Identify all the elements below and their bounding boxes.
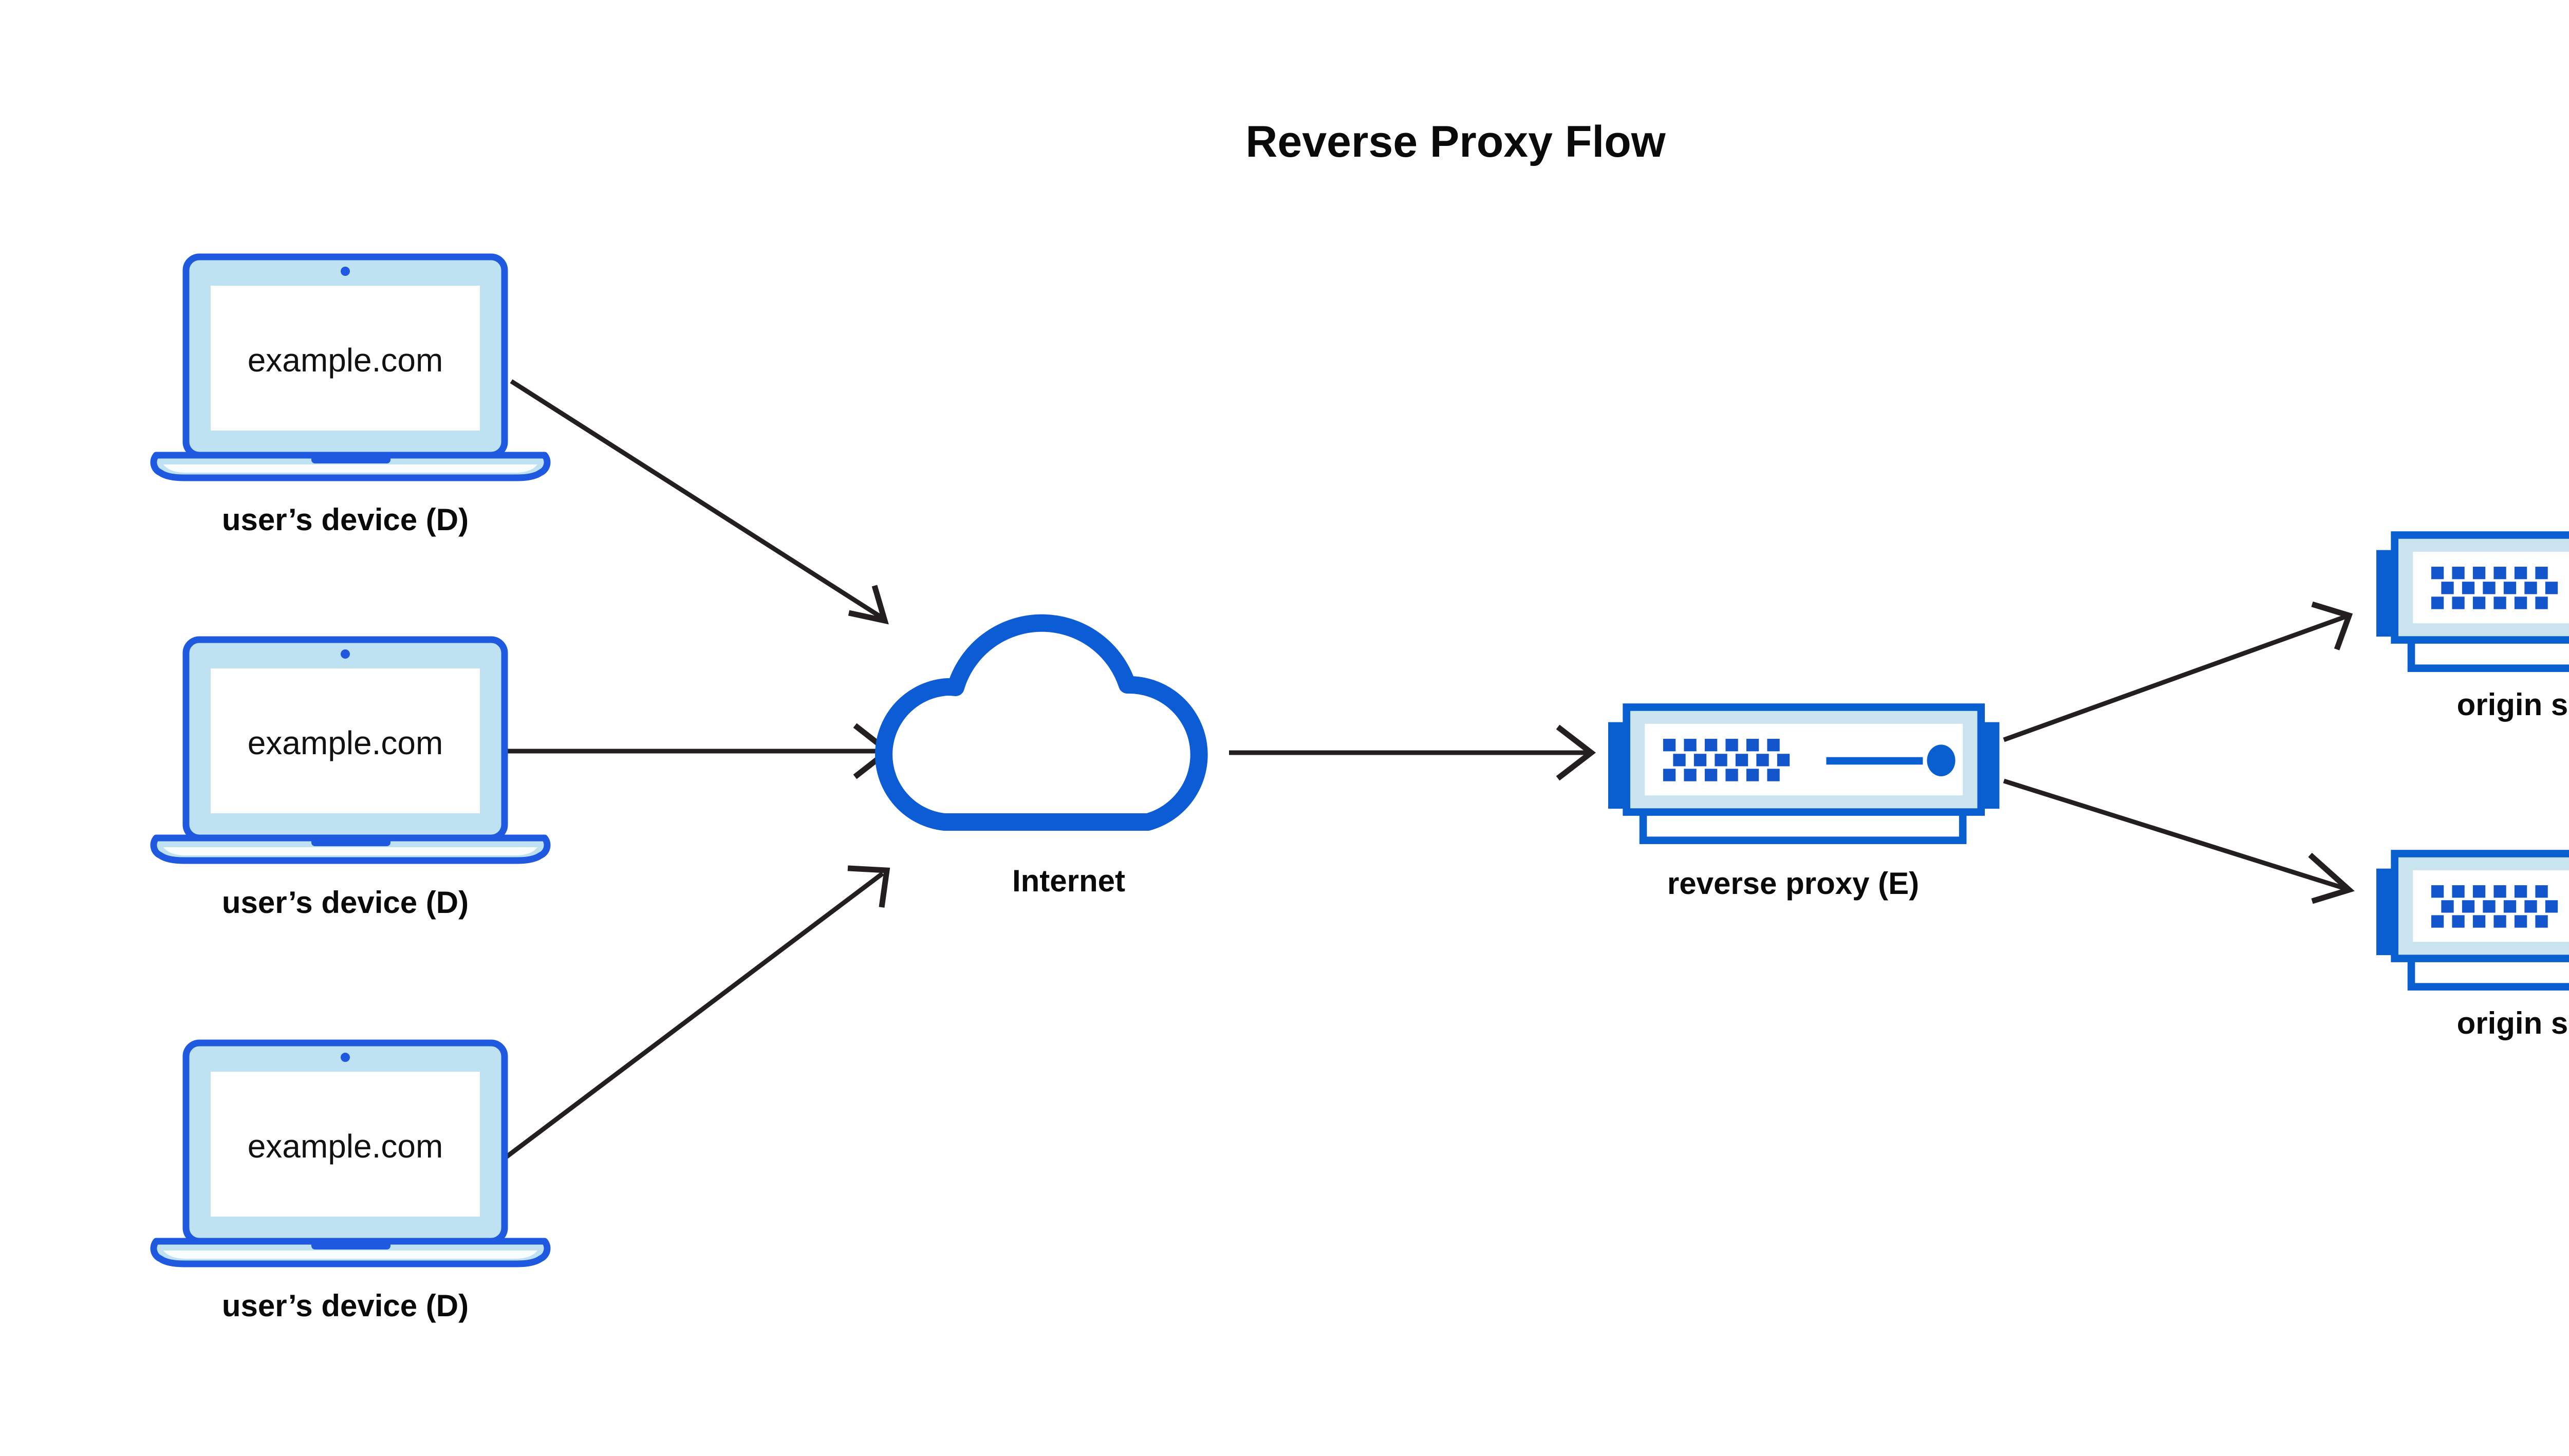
node-device-middle[interactable]: example.com user’s device (D): [154, 640, 547, 920]
cloud-label: Internet: [1012, 864, 1125, 898]
edge-proxy-to-origin-top: [2003, 601, 2353, 742]
cloud-icon: [875, 614, 1208, 831]
device-label: user’s device (D): [222, 885, 469, 920]
node-origin-bottom[interactable]: origin server (F): [2376, 853, 2569, 1040]
page-title: Reverse Proxy Flow: [1245, 117, 1666, 166]
device-label: user’s device (D): [222, 1289, 469, 1323]
device-label: user’s device (D): [222, 502, 469, 537]
node-device-top[interactable]: example.com user’s device (D): [154, 257, 547, 537]
device-screen-text: example.com: [248, 342, 443, 379]
origin-label: origin server (F): [2457, 1006, 2569, 1040]
edge-proxy-to-origin-bottom: [2003, 778, 2355, 904]
proxy-label: reverse proxy (E): [1667, 866, 1919, 901]
origin-label: origin server (F): [2457, 687, 2569, 722]
edge-device-top-to-cloud: [510, 379, 889, 625]
device-screen-text: example.com: [248, 1128, 443, 1165]
edges-layer: [498, 379, 2355, 1164]
edge-device-bottom-to-cloud: [498, 865, 890, 1164]
node-origin-top[interactable]: origin server (F): [2376, 535, 2569, 722]
node-reverse-proxy[interactable]: reverse proxy (E): [1608, 707, 1999, 901]
server-icon: [1608, 707, 1999, 840]
device-screen-text: example.com: [248, 724, 443, 761]
edge-cloud-to-proxy: [1229, 724, 1596, 781]
node-device-bottom[interactable]: example.com user’s device (D): [154, 1043, 547, 1323]
node-internet-cloud[interactable]: Internet: [875, 614, 1208, 898]
